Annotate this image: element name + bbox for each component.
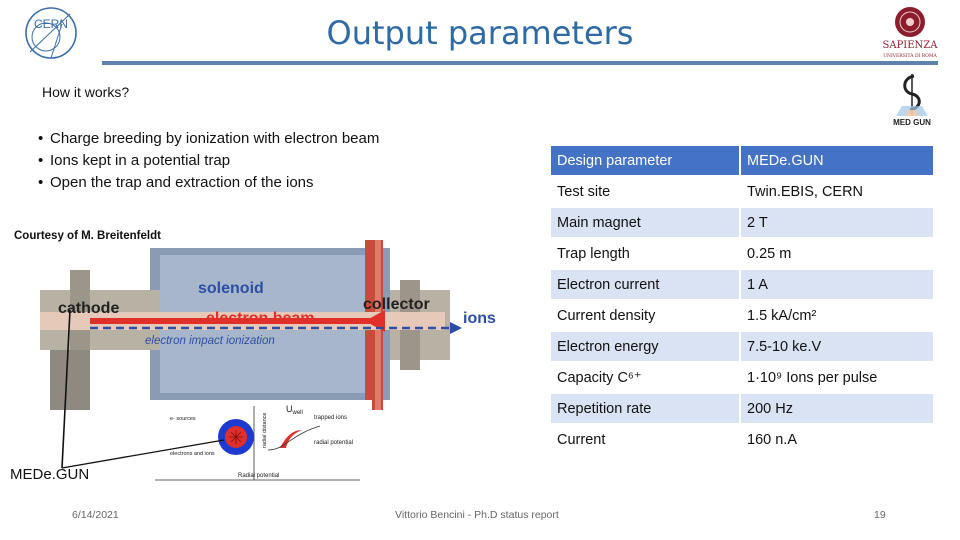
electron-beam-label: electron beam (206, 310, 314, 327)
solenoid-label: solenoid (198, 280, 264, 297)
radial-axis-label: Radial potential (238, 473, 279, 479)
table-cell: Current density (551, 301, 739, 330)
e-sources-label: e- sources (170, 416, 196, 422)
table-cell: Test site (551, 177, 739, 206)
table-row: Capacity C⁶⁺1·10⁹ Ions per pulse (551, 363, 933, 392)
table-cell: 1·10⁹ Ions per pulse (741, 363, 933, 392)
bullet-item: Ions kept in a potential trap (28, 150, 379, 172)
radial-potential-label: radial potential (314, 440, 353, 446)
table-cell: 2 T (741, 208, 933, 237)
collector-cone (365, 310, 385, 332)
table-header-row: Design parameter MEDe.GUN (551, 146, 933, 175)
table-cell: 160 n.A (741, 425, 933, 454)
table-cell: 7.5-10 ke.V (741, 332, 933, 361)
how-it-works-heading: How it works? (42, 84, 130, 100)
bullet-item: Open the trap and extraction of the ions (28, 172, 379, 194)
slide-number: 19 (874, 509, 886, 521)
table-cell: 0.25 m (741, 239, 933, 268)
table-cell: 200 Hz (741, 394, 933, 423)
courtesy-note: Courtesy of M. Breitenfeldt (14, 230, 161, 242)
table-cell: Electron energy (551, 332, 739, 361)
page-title: Output parameters (326, 14, 634, 52)
table-cell: 1.5 kA/cm² (741, 301, 933, 330)
table-cell: Repetition rate (551, 394, 739, 423)
sapienza-logo-sub: UNIVERSITÀ DI ROMA (883, 52, 937, 59)
title-rule (102, 61, 938, 65)
trapped-ions-label: trapped ions (314, 415, 347, 421)
ions-label: ions (463, 310, 496, 327)
sapienza-logo-text: SAPIENZA (883, 40, 939, 51)
table-cell: Twin.EBIS, CERN (741, 177, 933, 206)
impact-ionization-label: electron impact ionization (145, 335, 275, 347)
cern-logo-text: CERN (34, 17, 68, 31)
device-label: MEDe.GUN (10, 466, 90, 483)
radial-distance-label: radial distance (262, 413, 268, 448)
cern-logo: CERN (25, 7, 77, 59)
u-well-label: Uwell (286, 404, 303, 416)
table-cell: Trap length (551, 239, 739, 268)
table-cell: Current (551, 425, 739, 454)
sapienza-logo: SAPIENZA UNIVERSITÀ DI ROMA (883, 7, 939, 59)
cathode-label: cathode (58, 300, 119, 317)
inset-panel (142, 400, 372, 490)
table-cell: Electron current (551, 270, 739, 299)
table-cell: 1 A (741, 270, 933, 299)
table-header-cell: Design parameter (551, 146, 739, 175)
bullet-list: Charge breeding by ionization with elect… (28, 128, 379, 194)
medegun-logo: MED GUN (893, 74, 931, 127)
bullet-item: Charge breeding by ionization with elect… (28, 128, 379, 150)
medegun-logo-text: MED GUN (893, 118, 931, 127)
electron-beam-line (90, 318, 375, 324)
table-cell: Main magnet (551, 208, 739, 237)
collector-label: collector (363, 296, 430, 313)
footer-author: Vittorio Bencini - Ph.D status report (395, 509, 559, 521)
table-header-cell: MEDe.GUN (741, 146, 933, 175)
footer-date: 6/14/2021 (72, 509, 119, 521)
electrons-ions-label: electrons and ions (170, 451, 215, 457)
pointer-line (61, 439, 225, 469)
pointer-line (61, 309, 71, 469)
table-cell: Capacity C⁶⁺ (551, 363, 739, 392)
ebis-diagram: solenoid cathode collector electron beam… (40, 240, 496, 490)
